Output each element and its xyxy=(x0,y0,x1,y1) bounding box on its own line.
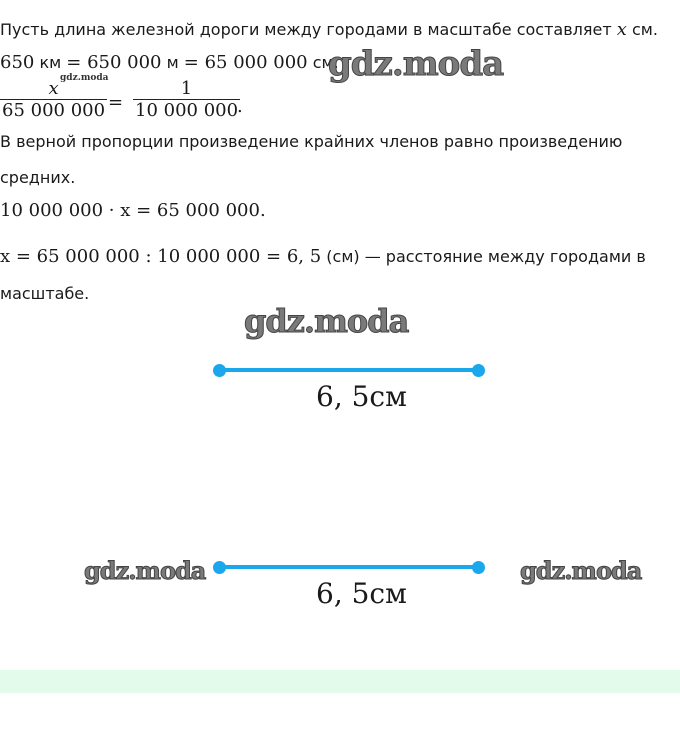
proportion-rule: В верной пропорции произведение крайних … xyxy=(0,132,623,151)
watermark: gdz.moda xyxy=(327,44,504,85)
unit: м xyxy=(161,53,184,72)
equation: 10 000 000 · x = 65 000 000. xyxy=(0,200,266,221)
text: см. xyxy=(626,20,658,39)
segment-endpoint xyxy=(213,561,226,574)
watermark: gdz.moda xyxy=(83,556,206,586)
segment-endpoint xyxy=(472,561,485,574)
denominator: 10 000 000 xyxy=(133,99,241,121)
numerator: 1 xyxy=(180,78,193,99)
segment-line xyxy=(220,368,478,372)
denominator: 65 000 000 xyxy=(0,99,108,121)
segment-label: 6, 5см xyxy=(316,380,407,413)
footer-band xyxy=(0,670,680,693)
text: (см) — расстояние между городами в xyxy=(321,247,646,266)
watermark: gdz.moda xyxy=(243,302,409,341)
solution-line-cont: масштабе. xyxy=(0,284,90,303)
unit: см. xyxy=(307,53,339,72)
segment-endpoint xyxy=(472,364,485,377)
watermark-small: gdz.moda xyxy=(60,73,109,83)
math: = 65 000 000 xyxy=(183,52,308,73)
watermark: gdz.moda xyxy=(519,556,642,586)
segment-endpoint xyxy=(213,364,226,377)
solution-line: x = 65 000 000 : 10 000 000 = 6, 5 (см) … xyxy=(0,246,646,267)
segment-line xyxy=(220,565,478,569)
numerator: x xyxy=(48,78,59,99)
segment-label: 6, 5см xyxy=(316,577,407,610)
period: . xyxy=(237,96,243,117)
math: x = 65 000 000 : 10 000 000 = 6, 5 xyxy=(0,246,322,267)
text: Пусть длина железной дороги между города… xyxy=(0,20,617,39)
intro-line: Пусть длина железной дороги между города… xyxy=(0,19,658,40)
equals: = xyxy=(108,92,124,113)
math: 650 xyxy=(0,52,35,73)
math: = 650 000 xyxy=(66,52,162,73)
var-x: x xyxy=(616,19,627,40)
unit: км xyxy=(34,53,67,72)
proportion-rule-cont: средних. xyxy=(0,168,76,187)
conversion-line: 650 км = 650 000 м = 65 000 000 см. xyxy=(0,52,339,73)
